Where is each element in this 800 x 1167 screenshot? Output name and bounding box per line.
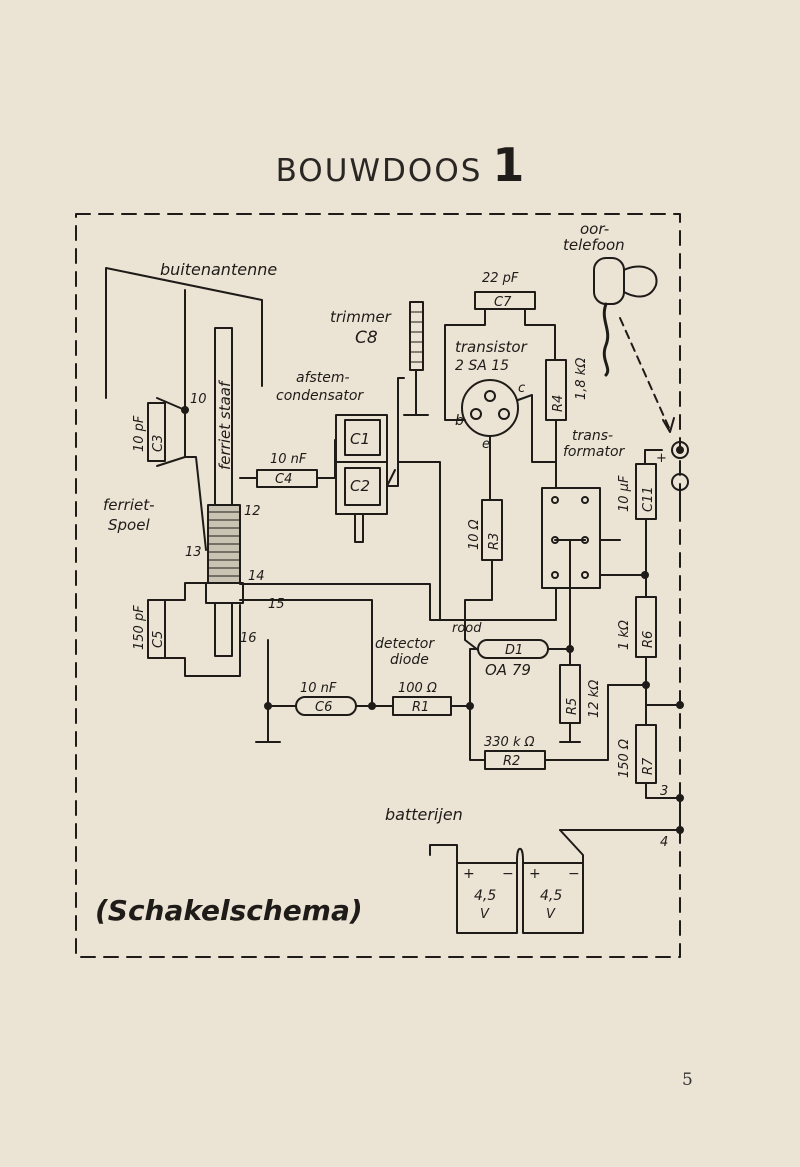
label-oortelefoon-2: telefoon [563, 236, 625, 254]
earphone-jack [671, 441, 689, 459]
label-node-15: 15 [268, 597, 285, 612]
label-d1: D1 [505, 643, 523, 658]
tuning-capacitor [335, 414, 388, 515]
label-node-3: 3 [660, 784, 668, 799]
label-r6: R6 [641, 631, 656, 648]
dashed-frame [75, 213, 681, 958]
label-buitenantenne: buitenantenne [160, 260, 277, 279]
label-c7-value: 22 pF [482, 271, 519, 286]
title-number: 1 [492, 138, 525, 192]
capacitor-c5 [147, 599, 166, 659]
label-c4: C4 [275, 472, 292, 487]
label-c1: C1 [350, 430, 370, 448]
label-oortelefoon-1: oor- [580, 220, 609, 238]
label-r5: R5 [565, 698, 580, 715]
label-node-12: 12 [244, 504, 261, 519]
label-bat2-plus: + [529, 866, 541, 882]
label-ferriet-spoel-2: Spoel [108, 516, 150, 534]
label-trimmer: trimmer [330, 308, 392, 326]
label-r2-value: 330 k Ω [484, 735, 535, 750]
battery-left [456, 862, 518, 934]
label-r6-value: 1 kΩ [617, 620, 632, 650]
label-oa79: OA 79 [485, 661, 531, 679]
label-c11-plus: + [656, 451, 667, 466]
label-transistor: transistor [455, 338, 528, 356]
label-r1: R1 [412, 700, 429, 715]
transistor-2sa15 [461, 379, 519, 437]
label-bat1-minus: − [502, 866, 514, 882]
battery-right [522, 862, 584, 934]
label-ferriet-staaf: ferriet staaf [216, 379, 234, 470]
label-bat1-unit: V [480, 907, 490, 922]
label-r4: R4 [551, 395, 566, 412]
label-diode: diode [390, 652, 429, 668]
label-afstem-1: afstem- [296, 370, 350, 386]
label-r2: R2 [503, 754, 520, 769]
label-bat2-minus: − [568, 866, 580, 882]
label-c11: C11 [641, 486, 656, 512]
page-number: 5 [682, 1070, 693, 1090]
resistor-r3 [481, 499, 503, 561]
label-pin-c: c [518, 381, 525, 396]
label-trans-1: trans- [572, 428, 613, 444]
label-bat1-plus: + [463, 866, 475, 882]
label-c8: C8 [355, 328, 378, 348]
label-transistor-type: 2 SA 15 [455, 358, 509, 374]
label-pin-b: b [455, 413, 464, 429]
label-r5-value: 12 kΩ [587, 680, 602, 718]
label-r3-value: 10 Ω [467, 519, 482, 550]
antenna-wire [105, 267, 263, 399]
label-pin-e: e [482, 437, 490, 452]
diagram-caption: (Schakelschema) [95, 894, 363, 927]
label-batterijen: batterijen [385, 805, 463, 824]
label-c4-value: 10 nF [270, 452, 307, 467]
label-r7-value: 150 Ω [617, 739, 632, 778]
label-node-4: 4 [660, 835, 668, 850]
label-detector: detector [375, 636, 435, 652]
antenna-lead [184, 289, 207, 551]
label-trans-2: formator [563, 444, 626, 460]
label-c6: C6 [315, 700, 332, 715]
label-node-14: 14 [248, 569, 265, 584]
label-node-13: 13 [185, 545, 202, 560]
label-afstem-2: condensator [276, 388, 364, 404]
label-r7: R7 [641, 757, 656, 775]
label-c5-value: 150 pF [132, 605, 147, 650]
capacitor-c7 [474, 291, 536, 310]
label-ferriet-spoel-1: ferriet- [103, 496, 155, 514]
earphone [593, 257, 675, 433]
label-c5: C5 [151, 631, 166, 648]
label-node-16: 16 [240, 631, 257, 646]
label-c11-value: 10 µF [617, 475, 632, 512]
label-c3: C3 [151, 435, 166, 452]
label-bat2-volt: 4,5 [540, 888, 562, 904]
title-word: BOUWDOOS [275, 153, 483, 189]
label-r4-value: 1,8 kΩ [574, 358, 589, 400]
capacitor-c3 [147, 402, 166, 462]
label-c3-value: 10 pF [132, 415, 147, 452]
label-bat1-volt: 4,5 [474, 888, 496, 904]
label-r3: R3 [487, 533, 502, 550]
ferrite-coil [207, 504, 241, 586]
ferrite-rod [214, 327, 233, 657]
label-rood: rood [452, 621, 482, 636]
label-node-10: 10 [190, 392, 207, 407]
label-c6-value: 10 nF [300, 681, 337, 696]
label-r1-value: 100 Ω [398, 681, 437, 696]
label-bat2-unit: V [546, 907, 556, 922]
label-c2: C2 [350, 477, 370, 495]
label-c7: C7 [494, 295, 512, 310]
